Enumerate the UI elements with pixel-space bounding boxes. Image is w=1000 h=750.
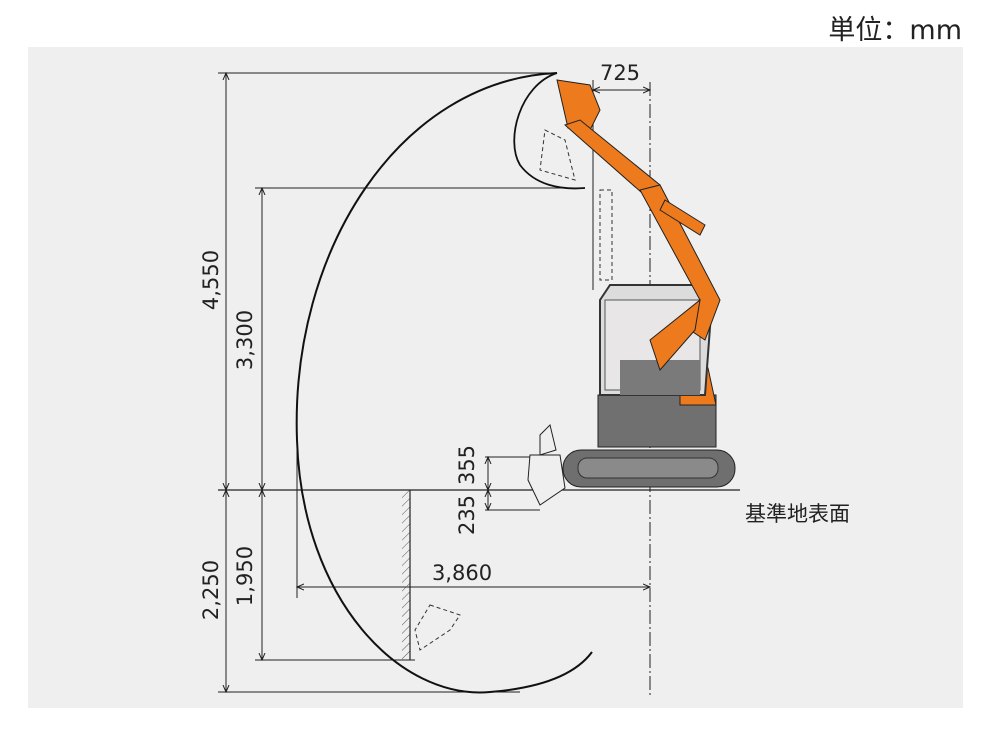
dim-4550: 4,550 [199, 250, 223, 310]
diagram-panel [28, 47, 963, 708]
dim-3860: 3,860 [432, 561, 492, 585]
excavator-illustration [414, 79, 736, 651]
dump-envelope [513, 72, 586, 190]
dim-235: 235 [455, 495, 479, 535]
dimension-lines [218, 73, 740, 697]
dim-2250: 2,250 [199, 560, 223, 620]
ground-reference-label: 基準地表面 [745, 502, 850, 526]
dim-3300: 3,300 [233, 310, 257, 370]
digging-envelope [295, 72, 593, 694]
wall-hatching [402, 490, 410, 660]
blade [527, 454, 566, 506]
dim-1950: 1,950 [233, 546, 257, 606]
dim-725: 725 [600, 61, 640, 85]
unit-label: 単位：mm [828, 15, 962, 46]
dim-355: 355 [455, 445, 479, 485]
bucket [556, 79, 601, 131]
